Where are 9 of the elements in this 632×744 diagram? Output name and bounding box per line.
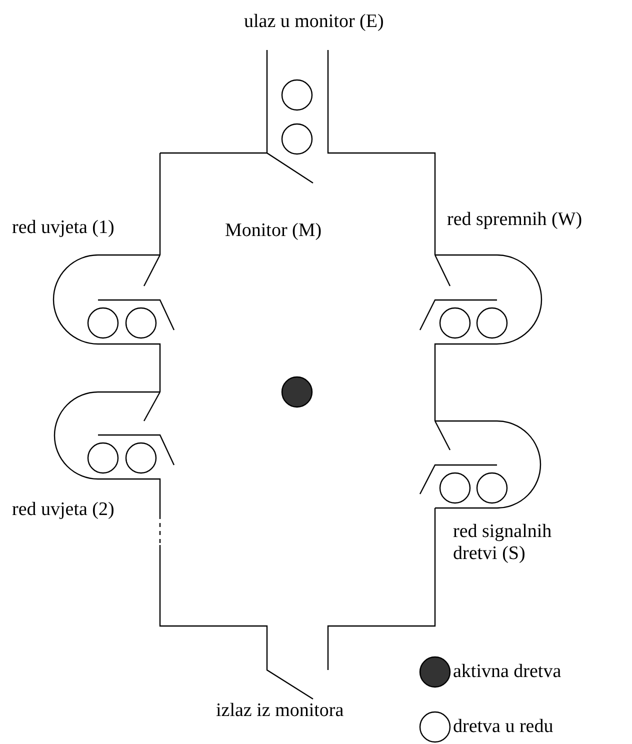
text-label: red spremnih (W) xyxy=(447,209,582,231)
text-label: ulaz u monitor (E) xyxy=(244,11,384,33)
text-label: red signalnih dretvi (S) xyxy=(453,521,553,565)
legend-label: dretva u redu xyxy=(453,716,554,738)
text-label: Monitor (M) xyxy=(225,220,322,242)
text-label: red uvjeta (1) xyxy=(12,217,114,239)
legend-label: aktivna dretva xyxy=(453,661,562,683)
text-label: red uvjeta (2) xyxy=(12,499,114,521)
text-label: izlaz iz monitora xyxy=(216,700,344,722)
